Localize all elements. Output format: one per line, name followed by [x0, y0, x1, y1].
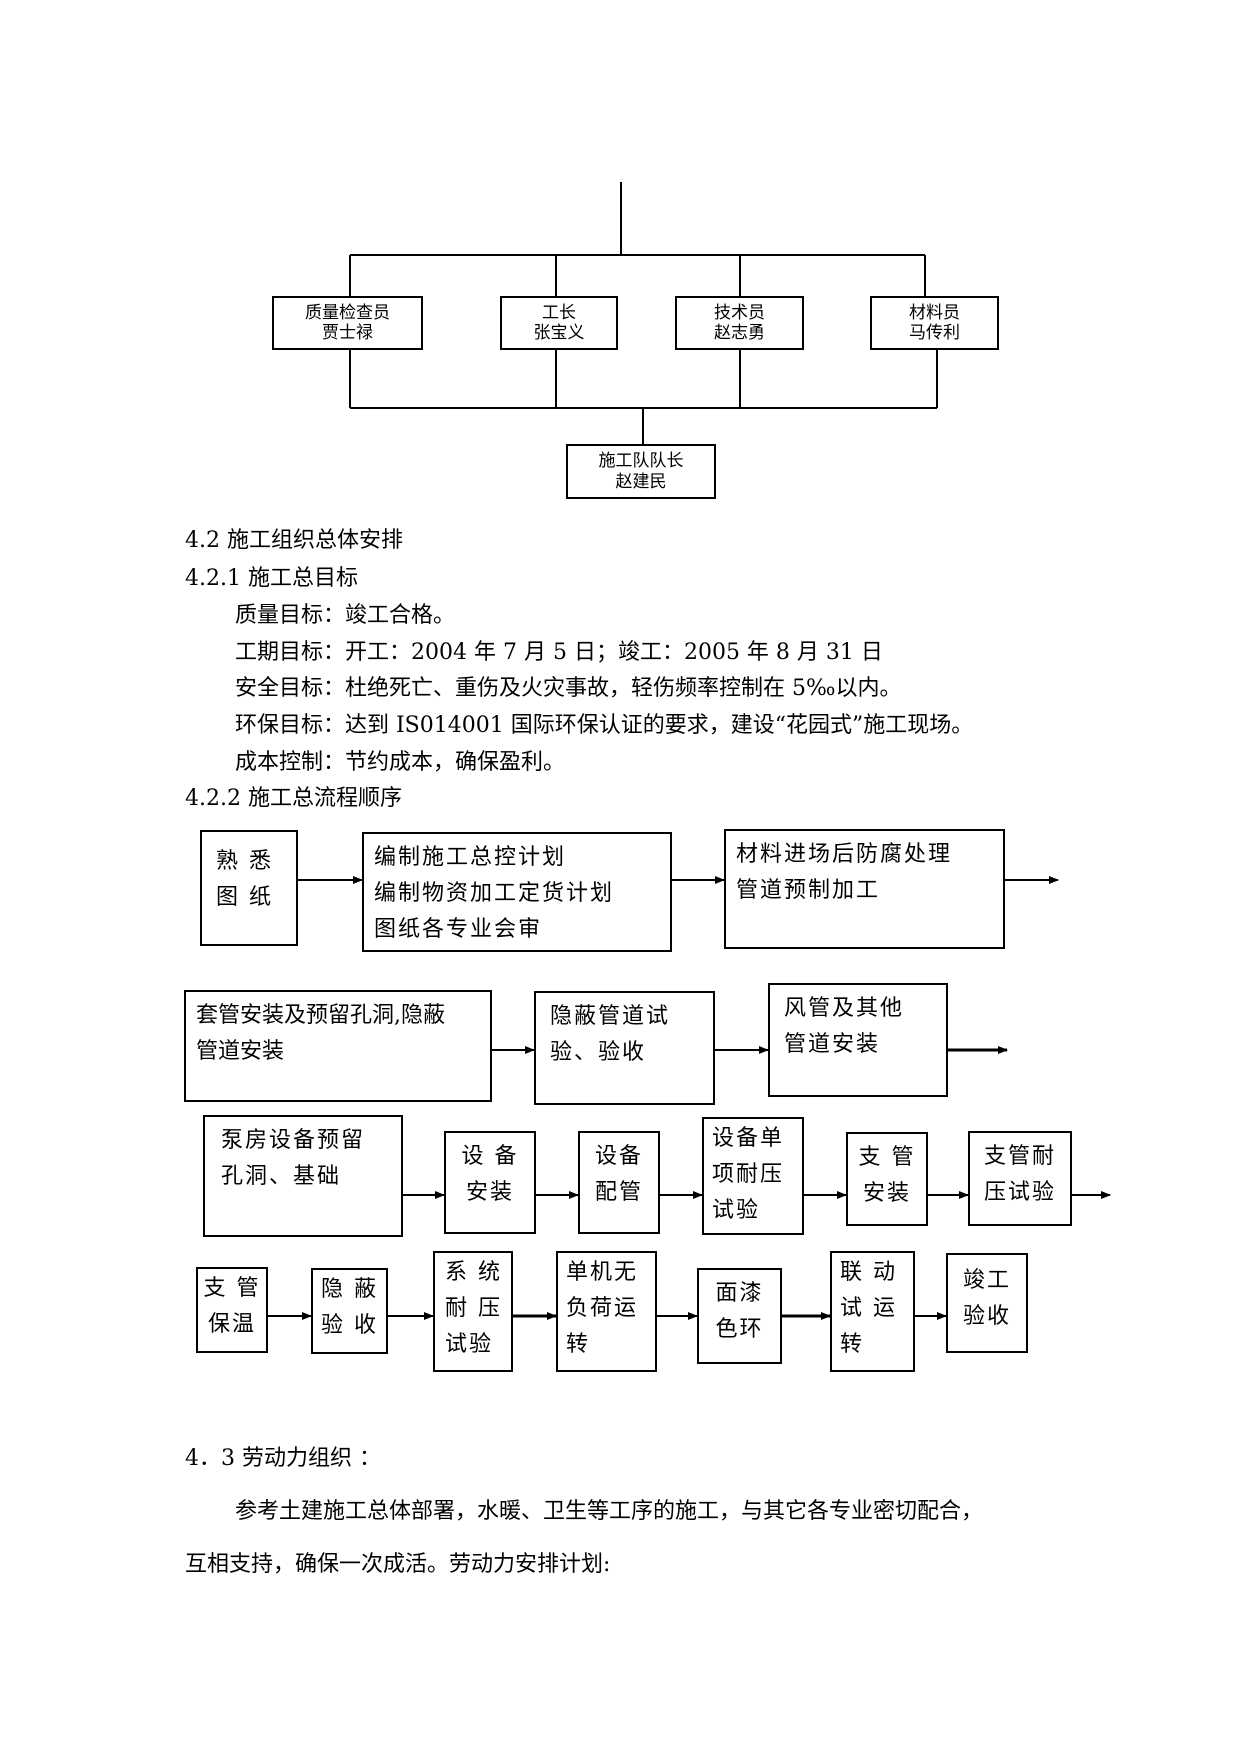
goal-schedule: 工期目标：开工：2004 年 7 月 5 日；竣工：2005 年 8 月 31 … [235, 640, 883, 665]
org-role: 工长 [542, 302, 576, 323]
org-box-materials-clerk: 材料员 马传利 [870, 296, 999, 350]
paragraph-line: 参考土建施工总体部署，水暖、卫生等工序的施工，与其它各专业密切配合， [235, 1499, 984, 1524]
goal-quality: 质量目标：竣工合格。 [235, 603, 456, 628]
flow-box: 面漆 色环 [697, 1268, 782, 1364]
org-box-quality-inspector: 质量检查员 贾士禄 [272, 296, 423, 350]
org-box-technician: 技术员 赵志勇 [675, 296, 804, 350]
flow-box: 材料进场后防腐处理 管道预制加工 [724, 829, 1005, 949]
org-role: 质量检查员 [305, 302, 390, 323]
flow-box: 隐蔽管道试 验、验收 [534, 991, 715, 1105]
flow-box: 支 管 安装 [846, 1132, 928, 1226]
flow-box: 泵房设备预留 孔洞、基础 [203, 1115, 403, 1237]
flow-box: 熟 悉 图 纸 [200, 830, 298, 946]
flow-box: 隐 蔽 验 收 [311, 1268, 388, 1354]
flow-box: 竣工 验收 [946, 1253, 1028, 1353]
subsection-heading: 4.2.2 施工总流程顺序 [185, 786, 402, 811]
goal-safety: 安全目标：杜绝死亡、重伤及火灾事故，轻伤频率控制在 5‰以内。 [235, 676, 902, 701]
org-box-foreman: 工长 张宝义 [500, 296, 618, 350]
flow-box: 风管及其他 管道安装 [768, 983, 948, 1097]
flow-box: 单机无 负荷运 转 [556, 1251, 657, 1372]
org-role: 技术员 [714, 302, 765, 323]
org-person: 马传利 [909, 323, 960, 343]
section-heading: 4.2 施工组织总体安排 [185, 528, 403, 553]
section-heading: 4．3 劳动力组织 ： [185, 1446, 381, 1471]
goal-environment: 环保目标：达到 IS014001 国际环保认证的要求，建设“花园式”施工现场。 [235, 713, 974, 738]
flow-box: 系 统 耐 压 试验 [433, 1251, 513, 1372]
org-person: 赵志勇 [714, 323, 765, 343]
flow-box: 支 管 保温 [196, 1267, 268, 1353]
flow-box: 设 备 安装 [444, 1131, 536, 1234]
flow-box: 联 动 试 运 转 [830, 1251, 915, 1372]
org-box-team-leader: 施工队队长 赵建民 [566, 444, 716, 499]
org-person: 张宝义 [533, 323, 585, 343]
flow-box: 设备 配管 [578, 1131, 660, 1234]
flow-box: 编制施工总控计划 编制物资加工定货计划 图纸各专业会审 [362, 832, 672, 952]
paragraph-line: 互相支持，确保一次成活。劳动力安排计划: [185, 1552, 611, 1577]
org-person: 赵建民 [615, 471, 667, 492]
flow-box: 设备单 项耐压 试验 [702, 1117, 804, 1235]
flow-box: 套管安装及预留孔洞,隐蔽 管道安装 [184, 990, 492, 1102]
subsection-heading: 4.2.1 施工总目标 [185, 566, 358, 591]
org-role: 施工队队长 [598, 451, 684, 472]
org-role: 材料员 [909, 302, 960, 323]
flow-box: 支管耐 压试验 [968, 1131, 1072, 1226]
goal-cost: 成本控制：节约成本，确保盈利。 [235, 750, 566, 775]
org-person: 贾士禄 [322, 323, 373, 343]
